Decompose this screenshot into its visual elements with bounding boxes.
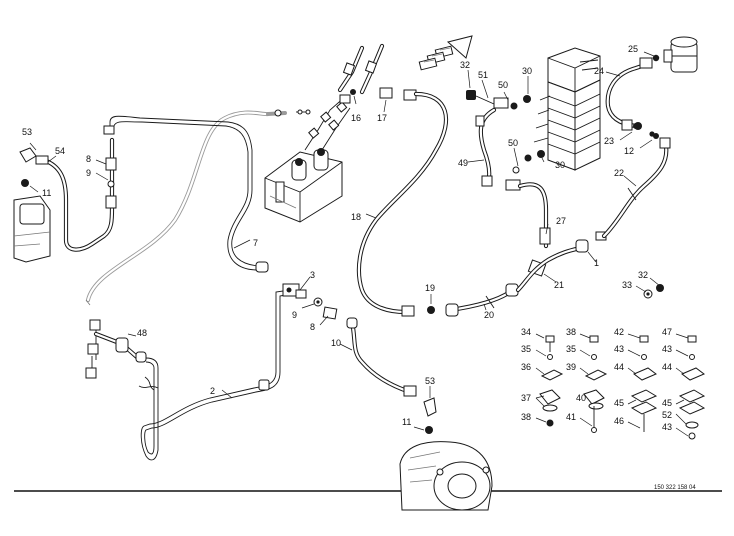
kit-callout-41: 41: [566, 412, 576, 422]
callout-30: 30: [555, 160, 565, 170]
callout-21: 21: [554, 280, 564, 290]
valve-block: [533, 47, 601, 171]
hose-24: [605, 57, 655, 137]
callout-1: 1: [594, 258, 599, 268]
callout-9: 9: [86, 168, 91, 178]
hose-49: [466, 90, 531, 187]
document-number: 150 322 158 04: [654, 485, 696, 491]
fitting-48: [85, 319, 147, 379]
callout-32: 32: [460, 60, 470, 70]
fitting-23-12: [633, 123, 659, 139]
kit-callout-43: 43: [662, 344, 672, 354]
callout-19: 19: [425, 283, 435, 293]
hose-22: [601, 137, 671, 239]
callout-23: 23: [604, 136, 614, 146]
kit-callout-52: 52: [662, 410, 672, 420]
tee-fitting-3: [282, 283, 323, 307]
kit-callout-36: 36: [521, 362, 531, 372]
callout-25: 25: [628, 44, 638, 54]
callout-53: 53: [22, 127, 32, 137]
callout-11: 11: [42, 188, 51, 198]
callout-3: 3: [310, 270, 315, 280]
hose-10: [322, 306, 437, 434]
callout-18: 18: [351, 212, 361, 222]
kit-callout-47: 47: [662, 327, 672, 337]
callout-53: 53: [425, 376, 435, 386]
callout-8: 8: [310, 322, 315, 332]
callout-30: 30: [522, 66, 532, 76]
callout-11: 11: [402, 417, 411, 427]
callout-8: 8: [86, 154, 91, 164]
kit-callout-35: 35: [566, 344, 576, 354]
kit-callout-42: 42: [614, 327, 624, 337]
direction-arrow-icon: [418, 35, 473, 71]
hydraulic-tank: [264, 95, 351, 223]
loose-fittings-32-33: [643, 284, 664, 299]
callout-16: 16: [351, 113, 361, 123]
callout-32: 32: [638, 270, 648, 280]
callout-51: 51: [478, 70, 488, 80]
pipe-7: [103, 115, 269, 273]
kit-callout-34: 34: [521, 327, 531, 337]
hose-18: [339, 87, 449, 317]
callout-50: 50: [508, 138, 518, 148]
callout-9: 9: [292, 310, 297, 320]
kit-callout-45: 45: [662, 398, 672, 408]
drive-motor: [13, 195, 51, 263]
kit-callout-43: 43: [662, 422, 672, 432]
callout-22: 22: [614, 168, 624, 178]
hose-20: [445, 283, 519, 317]
callout-24: 24: [594, 66, 604, 76]
wheel-hub: [399, 441, 493, 511]
pump: [652, 36, 698, 73]
kit-callout-46: 46: [614, 416, 624, 426]
callout-10: 10: [331, 338, 341, 348]
kit-callout-44: 44: [614, 362, 624, 372]
leader-lines: [29, 51, 689, 437]
kit-callout-45: 45: [614, 398, 624, 408]
callout-48: 48: [137, 328, 147, 338]
pipe-2: [138, 289, 291, 461]
kit-callout-38: 38: [566, 327, 576, 337]
fitting-21: [515, 231, 607, 293]
hose-27: [505, 150, 551, 249]
kit-callout-37: 37: [521, 393, 531, 403]
kit-callout-43: 43: [614, 344, 624, 354]
kit-callout-39: 39: [566, 362, 576, 372]
callout-33: 33: [622, 280, 632, 290]
callout-12: 12: [624, 146, 634, 156]
callout-50: 50: [498, 80, 508, 90]
callout-7: 7: [253, 238, 258, 248]
kit-callout-40: 40: [576, 393, 586, 403]
kit-callout-35: 35: [521, 344, 531, 354]
callout-54: 54: [55, 146, 65, 156]
kit-callout-44: 44: [662, 362, 672, 372]
callout-20: 20: [484, 310, 494, 320]
hose-54: [19, 137, 117, 252]
upper-hoses: [337, 43, 385, 95]
ghost-pipe: [85, 109, 287, 306]
callout-27: 27: [556, 216, 566, 226]
kit-callout-38: 38: [521, 412, 531, 422]
callout-2: 2: [210, 386, 215, 396]
callout-labels: 53 54 11 8 9 7 3 9 8 10 2 48 11 53 16 17…: [22, 44, 672, 432]
callout-49: 49: [458, 158, 468, 168]
callout-17: 17: [377, 113, 387, 123]
